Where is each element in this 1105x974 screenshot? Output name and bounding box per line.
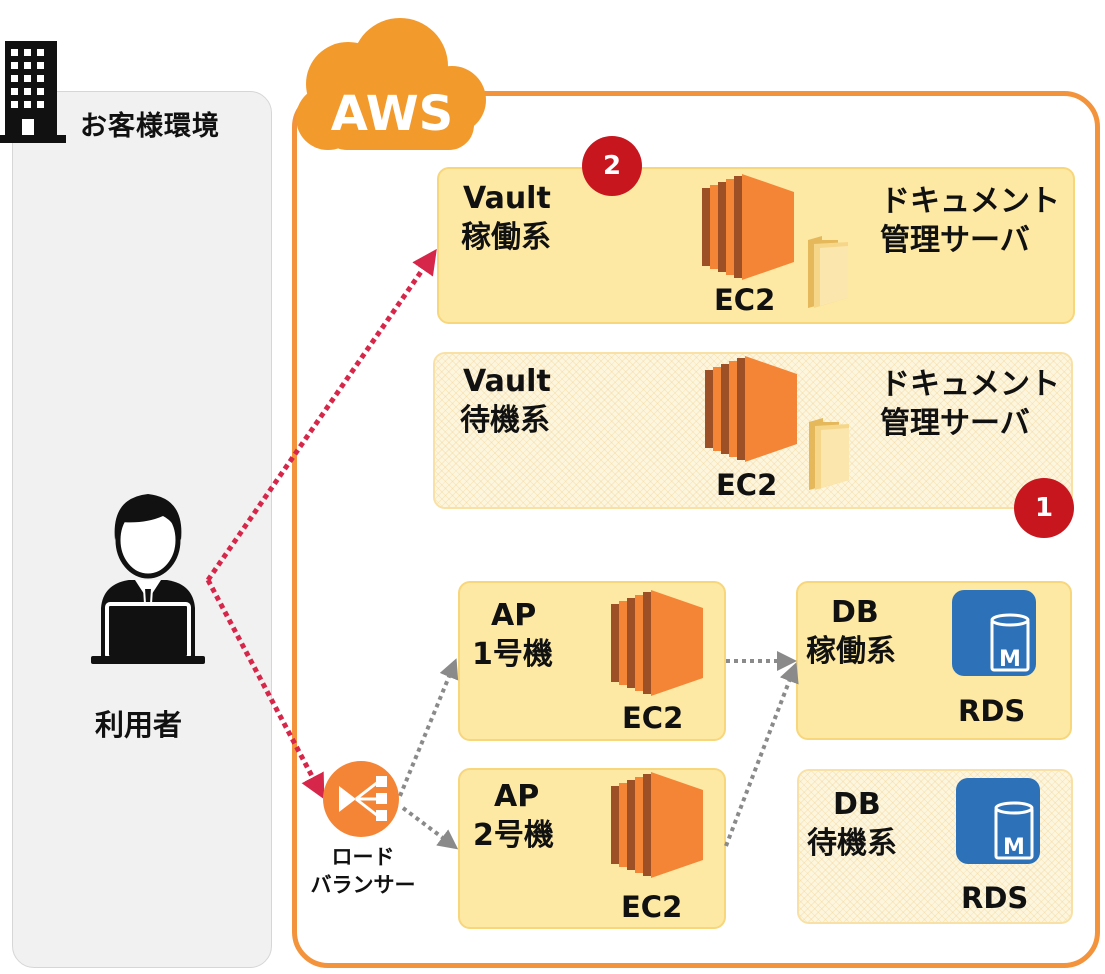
- vault-active-server-line1: ドキュメント: [880, 184, 1060, 219]
- badge-1: 1: [1014, 478, 1074, 538]
- arrow-lb-to-ap1: [398, 658, 459, 797]
- user-laptop-icon: [91, 494, 205, 664]
- rds-icon: M: [950, 588, 1038, 678]
- vault-standby-server-line1: ドキュメント: [880, 367, 1060, 402]
- vault-active-server-line2: 管理サーバ: [880, 223, 1030, 258]
- db-standby-title-line1: DB: [833, 787, 881, 822]
- user-label: 利用者: [95, 708, 183, 742]
- arrow-lb-to-ap2: [401, 806, 459, 850]
- db-active-title-line2: 稼働系: [806, 634, 896, 669]
- badge-2: 2: [582, 136, 642, 196]
- rds-icon: M: [954, 776, 1042, 866]
- vault-standby-server-line2: 管理サーバ: [880, 406, 1030, 441]
- ec2-icon: [611, 590, 703, 696]
- building-icon: [0, 41, 66, 143]
- aws-cloud-icon: AWS: [296, 18, 486, 150]
- vault-active-title-line2: 稼働系: [461, 220, 551, 255]
- ap2-title-line2: 2号機: [473, 818, 554, 853]
- load-balancer-label-line1: ロード: [331, 845, 395, 869]
- ec2-icon: [705, 356, 797, 462]
- vault-standby-ec2-label: EC2: [716, 468, 778, 502]
- vault-standby-title-line2: 待機系: [460, 403, 550, 438]
- load-balancer-label: ロード バランサー: [302, 843, 424, 900]
- arrow-user-to-vault: [205, 248, 437, 582]
- vault-active-ec2-label: EC2: [714, 283, 776, 317]
- vault-active-title-line1: Vault: [463, 181, 551, 216]
- db-active-rds-label: RDS: [958, 694, 1026, 728]
- ap1-title-line2: 1号機: [472, 637, 553, 672]
- arrow-user-to-load-balancer: [205, 578, 325, 800]
- folder-icon: [809, 418, 849, 490]
- load-balancer-label-line2: バランサー: [310, 873, 416, 898]
- load-balancer-icon: [323, 761, 399, 837]
- arrow-ap2-to-db: [724, 662, 799, 847]
- db-standby-title-line2: 待機系: [807, 826, 897, 861]
- vault-standby-title-line1: Vault: [463, 364, 551, 399]
- aws-logo-text: AWS: [331, 86, 454, 142]
- ap1-ec2-label: EC2: [622, 701, 684, 735]
- customer-environment-label: お客様環境: [80, 111, 220, 142]
- db-active-title-line1: DB: [831, 595, 879, 630]
- rds-letter: M: [1003, 835, 1025, 860]
- ec2-icon: [702, 174, 794, 280]
- ap2-ec2-label: EC2: [621, 890, 683, 924]
- ec2-icon: [611, 772, 703, 878]
- folder-icon: [808, 236, 848, 308]
- db-standby-rds-label: RDS: [961, 881, 1029, 915]
- ap2-title-line1: AP: [494, 779, 540, 814]
- ap1-title-line1: AP: [491, 598, 537, 633]
- rds-letter: M: [999, 647, 1021, 672]
